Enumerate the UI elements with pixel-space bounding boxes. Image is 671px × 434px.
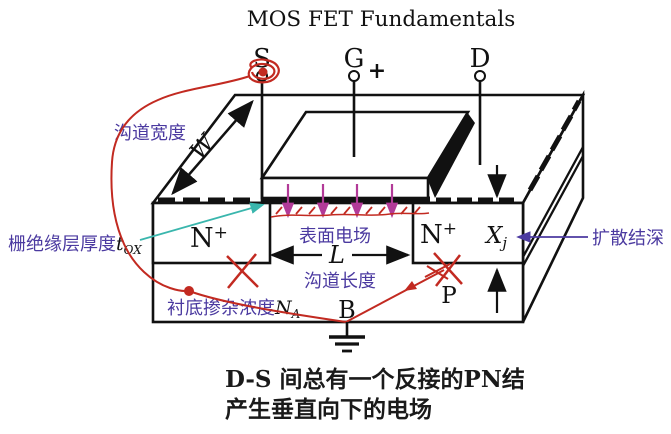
figure-title: MOS FET Fundamentals [247, 7, 516, 32]
ground-symbol [329, 322, 365, 353]
n-plus-source-label: N+ [190, 223, 228, 254]
surface-field-annotation: 表面电场 [299, 226, 371, 247]
drain-terminal-label: D [470, 44, 491, 74]
bulk-ground: B P [329, 283, 457, 353]
gate-oxide-layer [263, 196, 430, 204]
caption-line-2: 产生垂直向下的电场 [225, 396, 432, 423]
junction-depth-annotation: 扩散结深 [592, 228, 664, 249]
source-scribble [247, 58, 280, 84]
p-region-label: P [441, 283, 456, 309]
substrate-doping-annotation: 衬底掺杂浓度NA [167, 297, 301, 321]
source-scribble-core [258, 67, 268, 77]
red-line-bulk-to-drain-junction [345, 269, 445, 323]
n-plus-drain-region [411, 201, 525, 265]
gate-oxide-thickness-annotation: 栅绝缘层厚度tOX [8, 233, 142, 257]
junction-depth-side-line-1 [521, 146, 585, 258]
red-curve-source-to-dot [110, 75, 251, 292]
surface-channel-wavy-line [270, 212, 430, 218]
channel-width-arrow [171, 99, 254, 196]
junction-depth-side-line-2 [521, 155, 585, 267]
surface-field-arrows [281, 184, 399, 219]
source-junction-cross-mark [226, 253, 259, 289]
drain-junction-cross-mark [424, 252, 463, 287]
oxide-dashes [158, 99, 582, 203]
gate-bias-plus-sign: + [368, 58, 386, 84]
junction-depth-symbol: Xj [484, 223, 507, 252]
drain-contact-circle [474, 70, 486, 82]
gate-terminal-label: G [344, 44, 365, 74]
bulk-terminal-label: B [338, 296, 356, 324]
substrate-box: N+ N+ [150, 89, 586, 324]
gate-electrode-right-face [427, 112, 475, 198]
red-flow-arrowhead [404, 281, 417, 291]
gate-stack [259, 110, 475, 204]
red-annotations [110, 58, 463, 323]
n-plus-drain-label: N+ [420, 219, 457, 250]
caption-line-1: D-S 间总有一个反接的PN结 [225, 366, 525, 393]
red-curve-dot-to-bulk [188, 290, 347, 323]
gate-contact-circle [348, 70, 360, 82]
channel-length-symbol: L [328, 241, 345, 269]
induced-charge-ticks [270, 206, 430, 218]
oxide-pointer-line [139, 202, 265, 241]
channel-width-annotation: 沟道宽度 [114, 123, 186, 144]
channel-length-annotation: 沟道长度 [304, 271, 376, 292]
